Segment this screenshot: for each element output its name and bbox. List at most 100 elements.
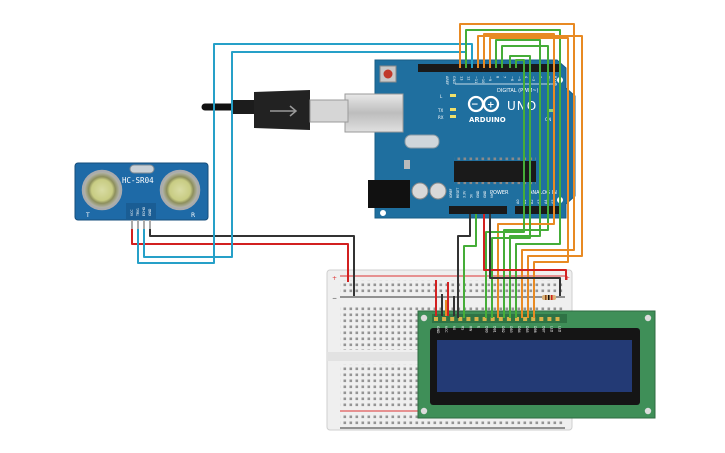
lcd-pin-2 — [450, 317, 455, 321]
digital-pin-label-3: 12 — [467, 76, 471, 80]
led-label-tx: TX — [437, 108, 443, 113]
lcd-pin-label-10: DB4 — [517, 326, 521, 333]
sensor-pins — [131, 220, 151, 229]
power-pin-label-3: 5V — [469, 193, 473, 198]
digital-pin-label-5: ~10 — [481, 76, 485, 83]
hc-sr04-sensor[interactable] — [74, 162, 209, 221]
power-header — [449, 206, 507, 214]
led-label-rx: RX — [438, 115, 444, 120]
analog-pin-label-2: A2 — [530, 199, 534, 204]
wire-d6-green — [485, 59, 525, 318]
lcd-pin-label-15: LED — [558, 326, 562, 333]
power-pin-label-5: GND — [483, 190, 487, 198]
lcd-pin-label-7: DB1 — [493, 326, 497, 333]
sensor-pin-label-3: GND — [148, 208, 152, 216]
wire-sensor-gnd-black — [149, 229, 355, 296]
lcd-pin-14 — [547, 317, 552, 321]
lcd-pin-7 — [490, 317, 495, 321]
lcd-pin-label-13: DB7 — [541, 326, 545, 333]
digital-pin-label-12: ~3 — [531, 76, 535, 81]
lcd-pin-10 — [515, 317, 519, 321]
lcd-pin-3 — [458, 317, 463, 321]
sensor-pin-label-1: TRIG — [136, 208, 140, 217]
lcd-pin-label-6: DB0 — [485, 326, 489, 333]
wire-d12-orange — [459, 23, 575, 318]
svg-text:+: + — [487, 101, 495, 111]
lcd-pin-8 — [498, 317, 503, 321]
lcd-pin-label-11: DB5 — [525, 326, 529, 333]
svg-text:+: + — [565, 275, 570, 282]
digital-pin-label-4: ~11 — [474, 76, 478, 83]
lcd-pin-11 — [523, 317, 528, 321]
lcd-pin-1 — [442, 317, 447, 321]
svg-text:−: − — [332, 295, 337, 302]
dc-power-jack — [368, 180, 410, 208]
wire-d5-green — [495, 39, 541, 318]
digital-pin-label-0: AREF — [445, 76, 449, 85]
power-pin-label-6: Vin — [490, 193, 494, 198]
lcd-pin-0 — [434, 317, 438, 321]
led-label-l: L — [440, 94, 443, 99]
lcd-pin-label-2: V0 — [452, 326, 456, 330]
power-pin-label-1: RESET — [456, 188, 460, 198]
sensor-pin-label-0: VCC — [130, 209, 134, 216]
lcd-pin-label-12: DB6 — [533, 326, 537, 333]
lcd-pin-9 — [506, 317, 511, 321]
lcd-pin-12 — [531, 317, 536, 321]
reset-button-cap[interactable] — [383, 69, 393, 79]
sensor-model-label: HC-SR04 — [122, 176, 154, 185]
lcd-pin-label-14: LED — [549, 326, 553, 333]
digital-pin-label-6: ~9 — [488, 76, 492, 81]
digital-pin-label-11: 4 — [524, 76, 528, 79]
analog-header — [515, 206, 561, 214]
lcd-pin-5 — [474, 317, 479, 321]
lcd-pin-6 — [482, 317, 487, 321]
digital-pin-label-9: ~6 — [510, 76, 514, 81]
digital-pin-label-7: 8 — [495, 76, 499, 78]
wire-d4-green — [501, 45, 549, 318]
wire-d10-orange — [477, 35, 583, 318]
usb-cable — [201, 90, 349, 130]
wire-sensor-vcc-red — [131, 229, 349, 282]
wire-d11-green — [465, 29, 561, 318]
digital-header-label: DIGITAL (PWM~) — [497, 88, 539, 94]
arduino-model: UNO — [507, 99, 537, 113]
power-pin-label-4: GND — [476, 190, 480, 198]
power-pin-label-2: 3.3V — [463, 190, 467, 198]
lcd-pin-label-1: VCC — [444, 326, 448, 333]
lcd-pin-label-8: DB2 — [501, 326, 505, 333]
lcd-pin-13 — [539, 317, 544, 321]
lcd-pin-label-5: E — [477, 326, 481, 328]
analog-pin-label-4: A4 — [544, 199, 548, 204]
digital-pin-label-10: ~5 — [517, 76, 521, 81]
analog-pin-label-0: A0 — [516, 199, 520, 204]
lcd-pin-4 — [466, 317, 471, 321]
usb-b-port — [344, 93, 404, 133]
lcd-pin-label-3: RS — [460, 326, 464, 330]
wire-lcd-rw-green — [463, 214, 477, 318]
power-pin-label-0: IOREF — [449, 188, 453, 198]
receiver-mark: R — [191, 212, 195, 219]
lcd-pin-15 — [555, 317, 560, 321]
wire-sensor-trig-cyan — [137, 43, 473, 264]
wire-5v-red — [483, 214, 567, 280]
wire-d7-green — [491, 55, 531, 318]
wire-d3-orange — [489, 37, 569, 318]
wire-d2-orange — [483, 33, 555, 318]
transmitter-mark: T — [85, 212, 90, 219]
wire-lcd-gnd-black — [457, 214, 471, 318]
atmega-chip — [454, 161, 536, 182]
arduino-brand: ARDUINO — [469, 116, 506, 124]
digital-pin-label-1: GND — [452, 76, 456, 84]
resistor — [542, 295, 556, 300]
digital-pin-label-2: 13 — [459, 76, 463, 80]
lcd-pin-label-4: RW — [468, 326, 472, 332]
wires — [131, 23, 583, 318]
svg-text:−: − — [471, 100, 479, 110]
power-header-label: POWER — [490, 190, 509, 196]
digital-pin-label-8: 7 — [503, 76, 507, 78]
ultrasonic-receiver — [159, 169, 201, 211]
